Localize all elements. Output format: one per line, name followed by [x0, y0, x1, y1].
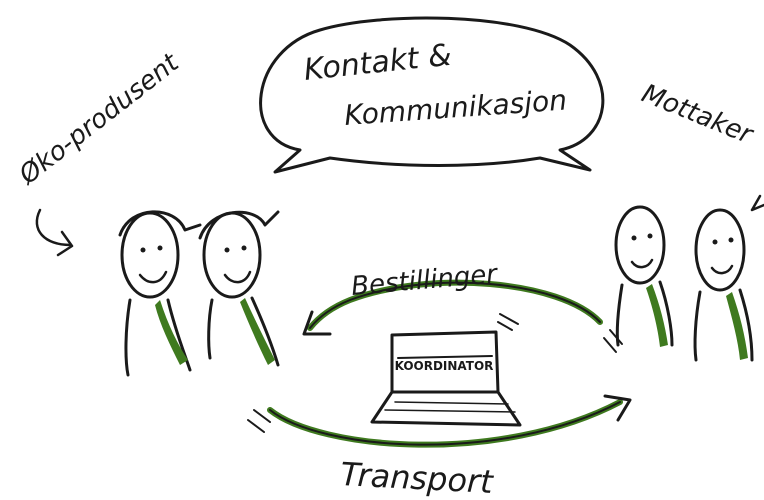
- orders-arrow: [302, 279, 623, 353]
- producer-figure-1: [118, 210, 202, 377]
- laptop-icon: KOORDINATOR: [370, 313, 522, 427]
- receiver-figure-1: [614, 205, 674, 347]
- receiver-figure-2: [693, 208, 754, 362]
- laptop-screen-label: KOORDINATOR: [395, 359, 494, 373]
- receiver-label: Mottaker: [637, 79, 758, 151]
- producer-pointer-arrow: [35, 208, 74, 257]
- speech-bubble: Kontakt & Kommunikasjon: [259, 16, 605, 174]
- speech-bubble-line2: Kommunikasjon: [343, 84, 568, 132]
- transport-label: Transport: [340, 455, 496, 500]
- producer-label: Øko-produsent: [13, 47, 185, 191]
- orders-label: Bestillinger: [350, 259, 500, 302]
- receiver-pointer-arrow: [750, 194, 764, 212]
- producer-figure-2: [198, 210, 280, 367]
- speech-bubble-line1: Kontakt &: [302, 38, 453, 88]
- transport-arrow: [247, 394, 632, 448]
